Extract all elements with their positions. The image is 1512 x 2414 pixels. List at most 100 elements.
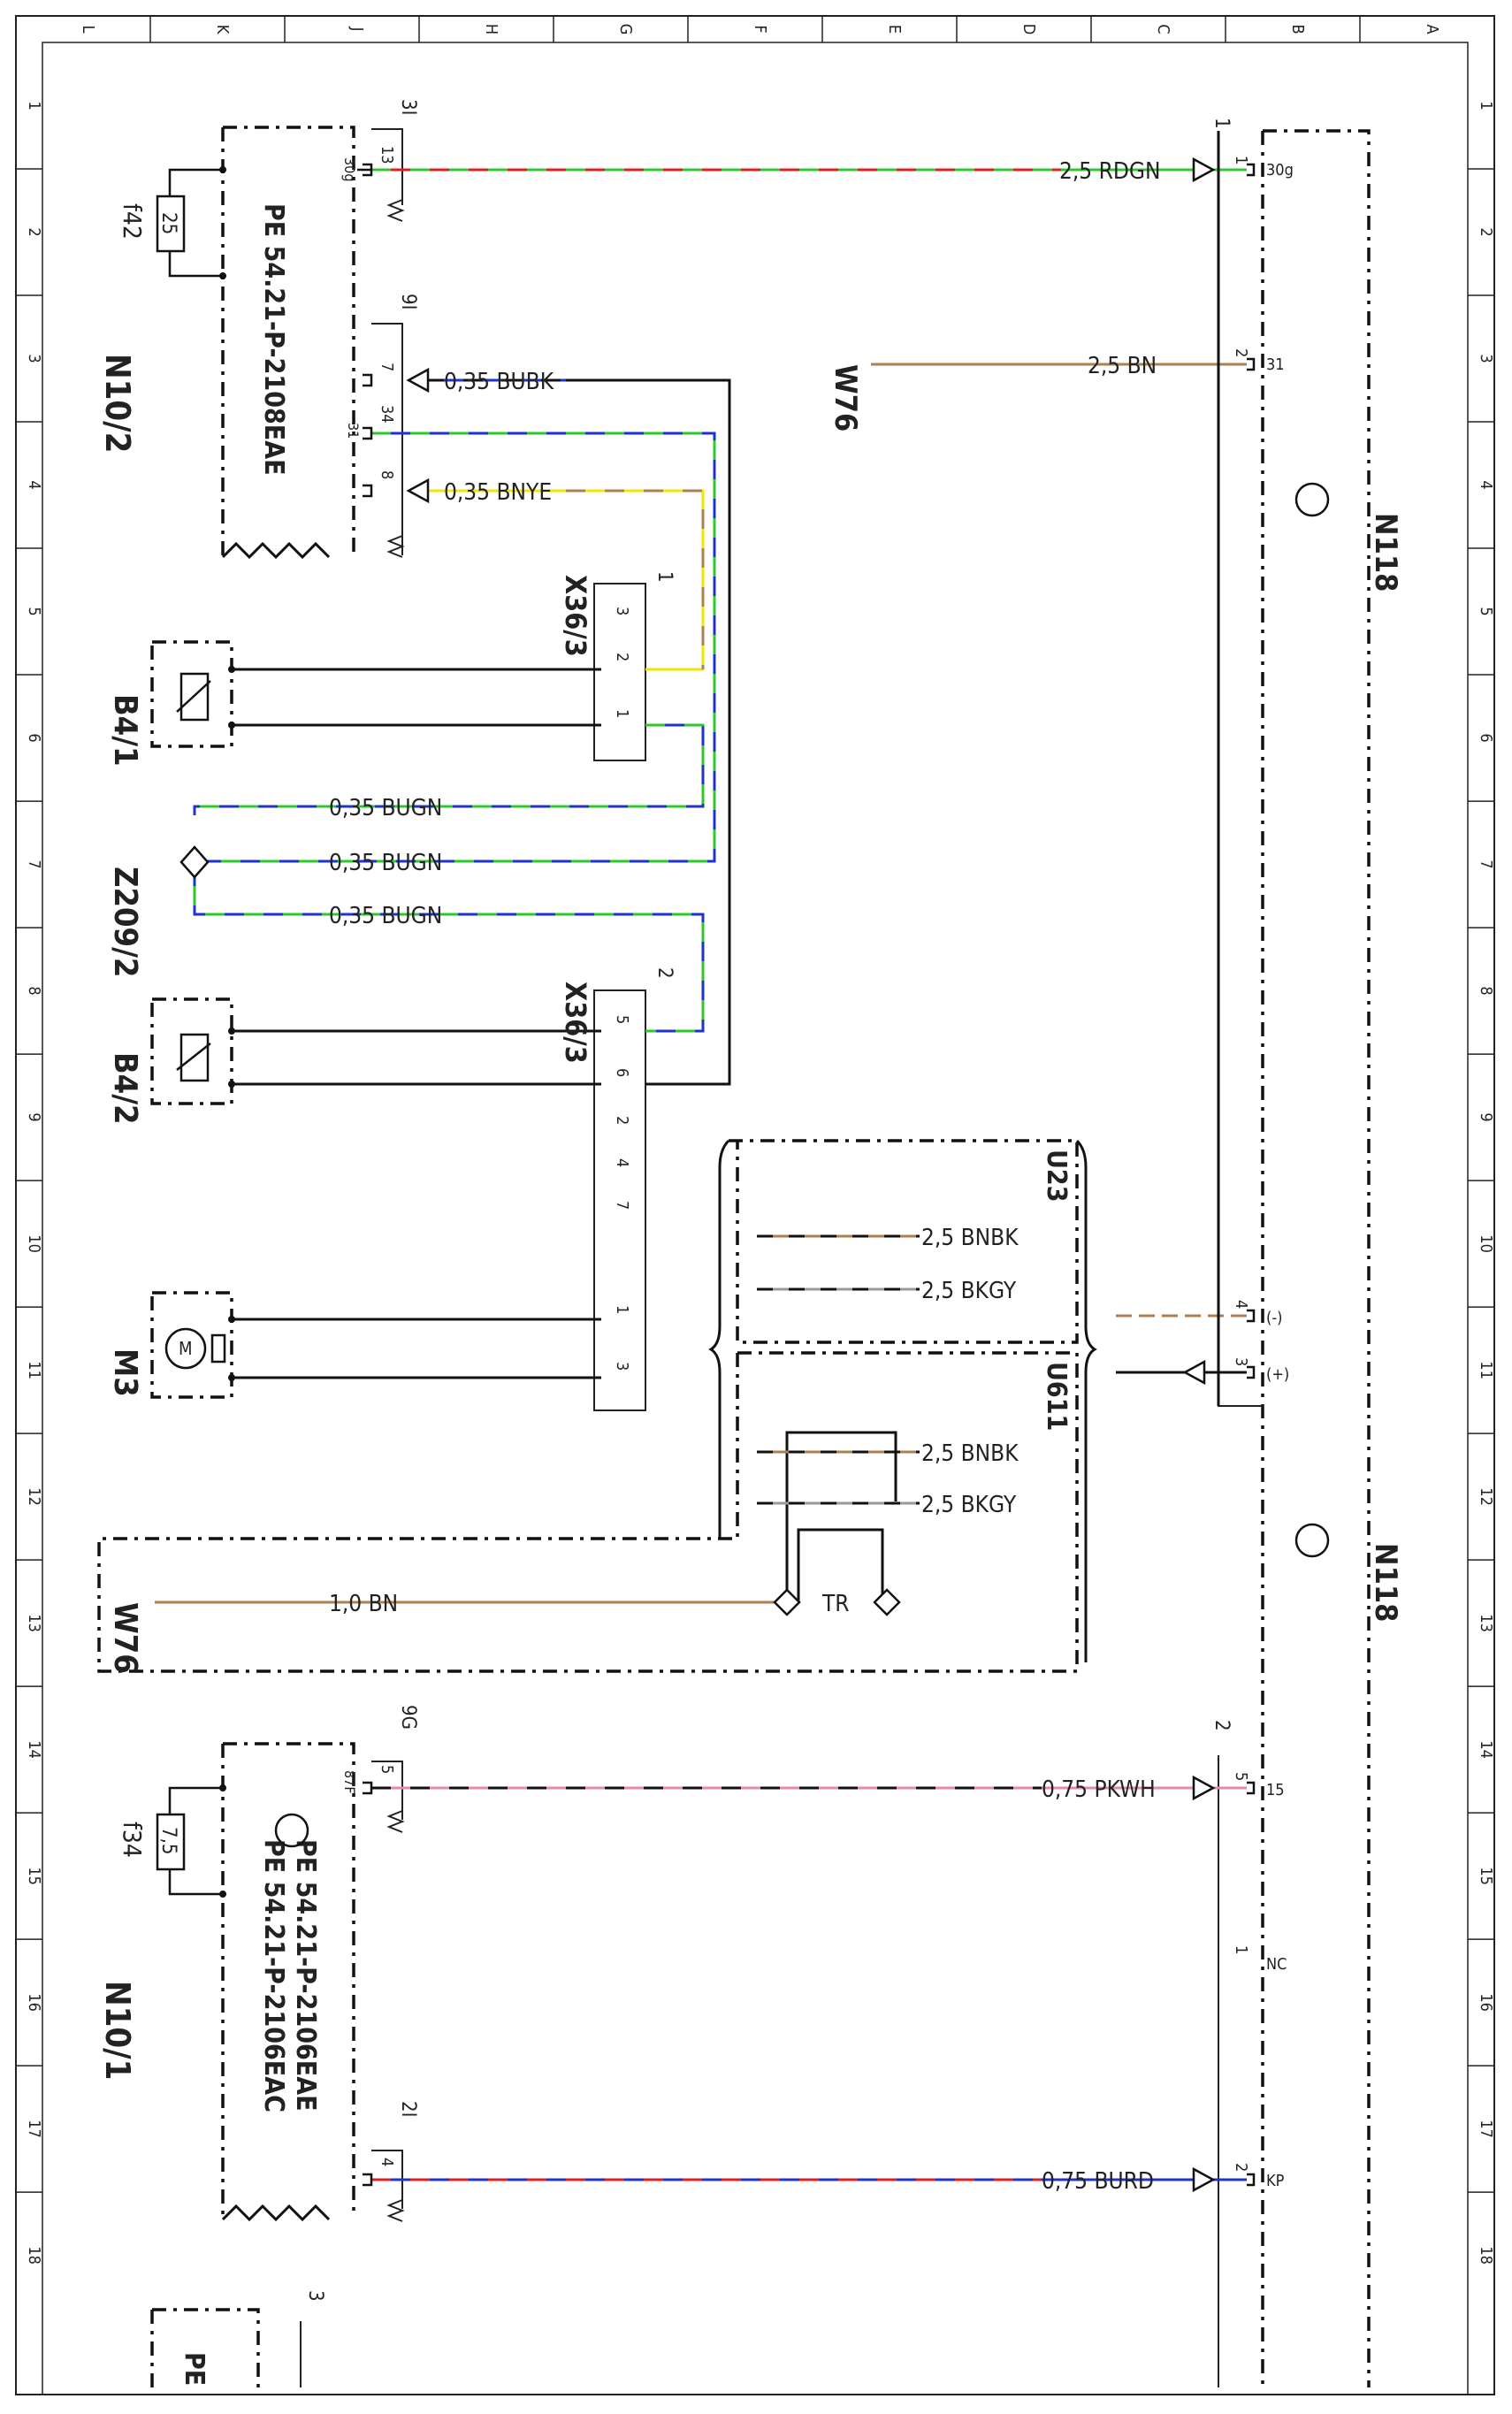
row-label: 3 (1477, 354, 1495, 363)
pin-x6: 6 (613, 1068, 631, 1077)
tr-left (773, 1588, 801, 1616)
n10-1-transistor-icon (274, 1813, 309, 1848)
label-f34-value: 7,5 (157, 1827, 179, 1854)
ref-n10-1-b: PE 54.21-P-2106EAE (290, 1839, 321, 2112)
pin-n3: 3 (1232, 1357, 1250, 1366)
b4-2-box (150, 997, 233, 1105)
b4-1-box (150, 640, 233, 748)
pin-31-left: 31 (345, 423, 362, 439)
column-label: C (1154, 24, 1172, 34)
pin-nc: NC (1266, 1955, 1287, 1974)
pin-marks (357, 163, 1256, 2187)
pin-minus: (-) (1266, 1309, 1282, 1327)
row-label: 14 (25, 1740, 43, 1759)
pin-n1: 1 (1232, 156, 1250, 164)
diamond-markers (179, 845, 901, 1616)
conn-x1: 1 (653, 571, 676, 583)
zigzag-marks (221, 541, 331, 2222)
n118-transistor-icon-bottom (1294, 1523, 1330, 1558)
label-w76-top: W76 (828, 364, 863, 432)
column-label: A (1423, 24, 1441, 34)
wire-label-bugn-1: 0,35 BUGN (329, 795, 442, 821)
pin-x2: 2 (613, 653, 631, 661)
conn-3i: 3I (397, 99, 419, 115)
wire-label-rdgn: 2,5 RDGN (1059, 158, 1161, 185)
conn-n118-2: 2 (1210, 1720, 1233, 1731)
label-m-symbol: M (179, 1338, 193, 1359)
row-label: 13 (25, 1614, 43, 1632)
conn-n118-1: 1 (1210, 118, 1233, 129)
row-label: 16 (1477, 1993, 1495, 2012)
wire-label-u611-bnbk: 2,5 BNBK (921, 1440, 1019, 1467)
conn-9g: 9G (397, 1705, 419, 1730)
pin-x4: 4 (613, 1158, 631, 1167)
column-label: F (751, 25, 769, 33)
brace-marks (708, 1139, 1097, 1662)
wire-bugn-3 (193, 847, 705, 1033)
label-n118-top: N118 (1368, 513, 1403, 592)
pin-7: 7 (378, 363, 396, 371)
conn-2i: 2I (397, 2101, 419, 2117)
pin-x3: 3 (613, 607, 631, 615)
wire-label-burd: 0,75 BURD (1042, 2168, 1154, 2195)
wire-bnye (424, 489, 705, 671)
column-label: G (616, 24, 635, 35)
fuse-wires (168, 168, 223, 1896)
pin-n2b: 2 (1232, 2163, 1250, 2172)
row-label: 9 (25, 1112, 43, 1121)
column-label: K (213, 25, 232, 34)
label-x36-3-a: X36/3 (559, 575, 592, 657)
label-b4-2: B4/2 (107, 1052, 143, 1125)
row-label: 10 (25, 1234, 43, 1253)
row-label: 4 (1477, 480, 1495, 489)
wire-bugn-1 (193, 723, 705, 815)
column-label: L (79, 25, 97, 33)
pin-plus: (+) (1266, 1365, 1289, 1384)
transistor-icons (274, 482, 1330, 1848)
label-m3: M3 (107, 1348, 143, 1397)
tr-right (873, 1588, 901, 1616)
pin-4: 4 (378, 2158, 396, 2166)
arrow-heads (406, 157, 1216, 2193)
row-label: 11 (25, 1361, 43, 1379)
label-z209-2: Z209/2 (107, 867, 143, 977)
pin-15: 15 (1266, 1781, 1285, 1799)
row-label: 4 (25, 480, 43, 489)
wire-label-bubk: 0,35 BUBK (444, 369, 554, 395)
junction-dots (219, 166, 235, 1898)
diagram-frame (15, 15, 1495, 2395)
u611-box (97, 1351, 1079, 1673)
bottom-box (150, 2308, 260, 2387)
label-n118-bottom: N118 (1368, 1543, 1403, 1622)
row-label: 1 (25, 101, 43, 110)
row-label: 1 (1477, 101, 1495, 110)
pin-30g: 30g (1266, 161, 1294, 180)
row-label: 5 (1477, 607, 1495, 615)
row-label: 7 (1477, 859, 1495, 868)
text-labels: N10/2 N10/1 N118 N118 B4/1 B4/2 Z209/2 M… (98, 99, 1403, 2386)
wire-label-u23-bnbk: 2,5 BNBK (921, 1225, 1019, 1251)
row-label: 3 (25, 354, 43, 363)
row-label: 2 (25, 227, 43, 236)
conn-9i: 9I (397, 294, 419, 309)
row-label: 16 (25, 1993, 43, 2012)
row-label: 11 (1477, 1361, 1495, 1379)
wire-label-u23-bkgy: 2,5 BKGY (921, 1278, 1017, 1304)
label-u611: U611 (1041, 1362, 1072, 1431)
sensor-symbols (164, 672, 226, 1370)
z209-splice (179, 845, 210, 879)
wire-label-bnye: 0,35 BNYE (444, 479, 552, 506)
pin-x3b: 3 (613, 1362, 631, 1371)
column-label: J (347, 27, 366, 32)
ref-n10-1-a: PE 54.21-P-2106EAC (258, 1839, 289, 2112)
pin-n2: 2 (1232, 348, 1250, 357)
pin-x1b: 1 (613, 1305, 631, 1314)
row-label: 7 (25, 859, 43, 868)
wire-bubk (424, 378, 731, 1086)
row-label: 18 (25, 2246, 43, 2265)
column-label: E (885, 25, 904, 34)
n10-1-box (221, 1742, 355, 2218)
pin-13: 13 (378, 146, 396, 164)
pin-x7: 7 (613, 1201, 631, 1210)
